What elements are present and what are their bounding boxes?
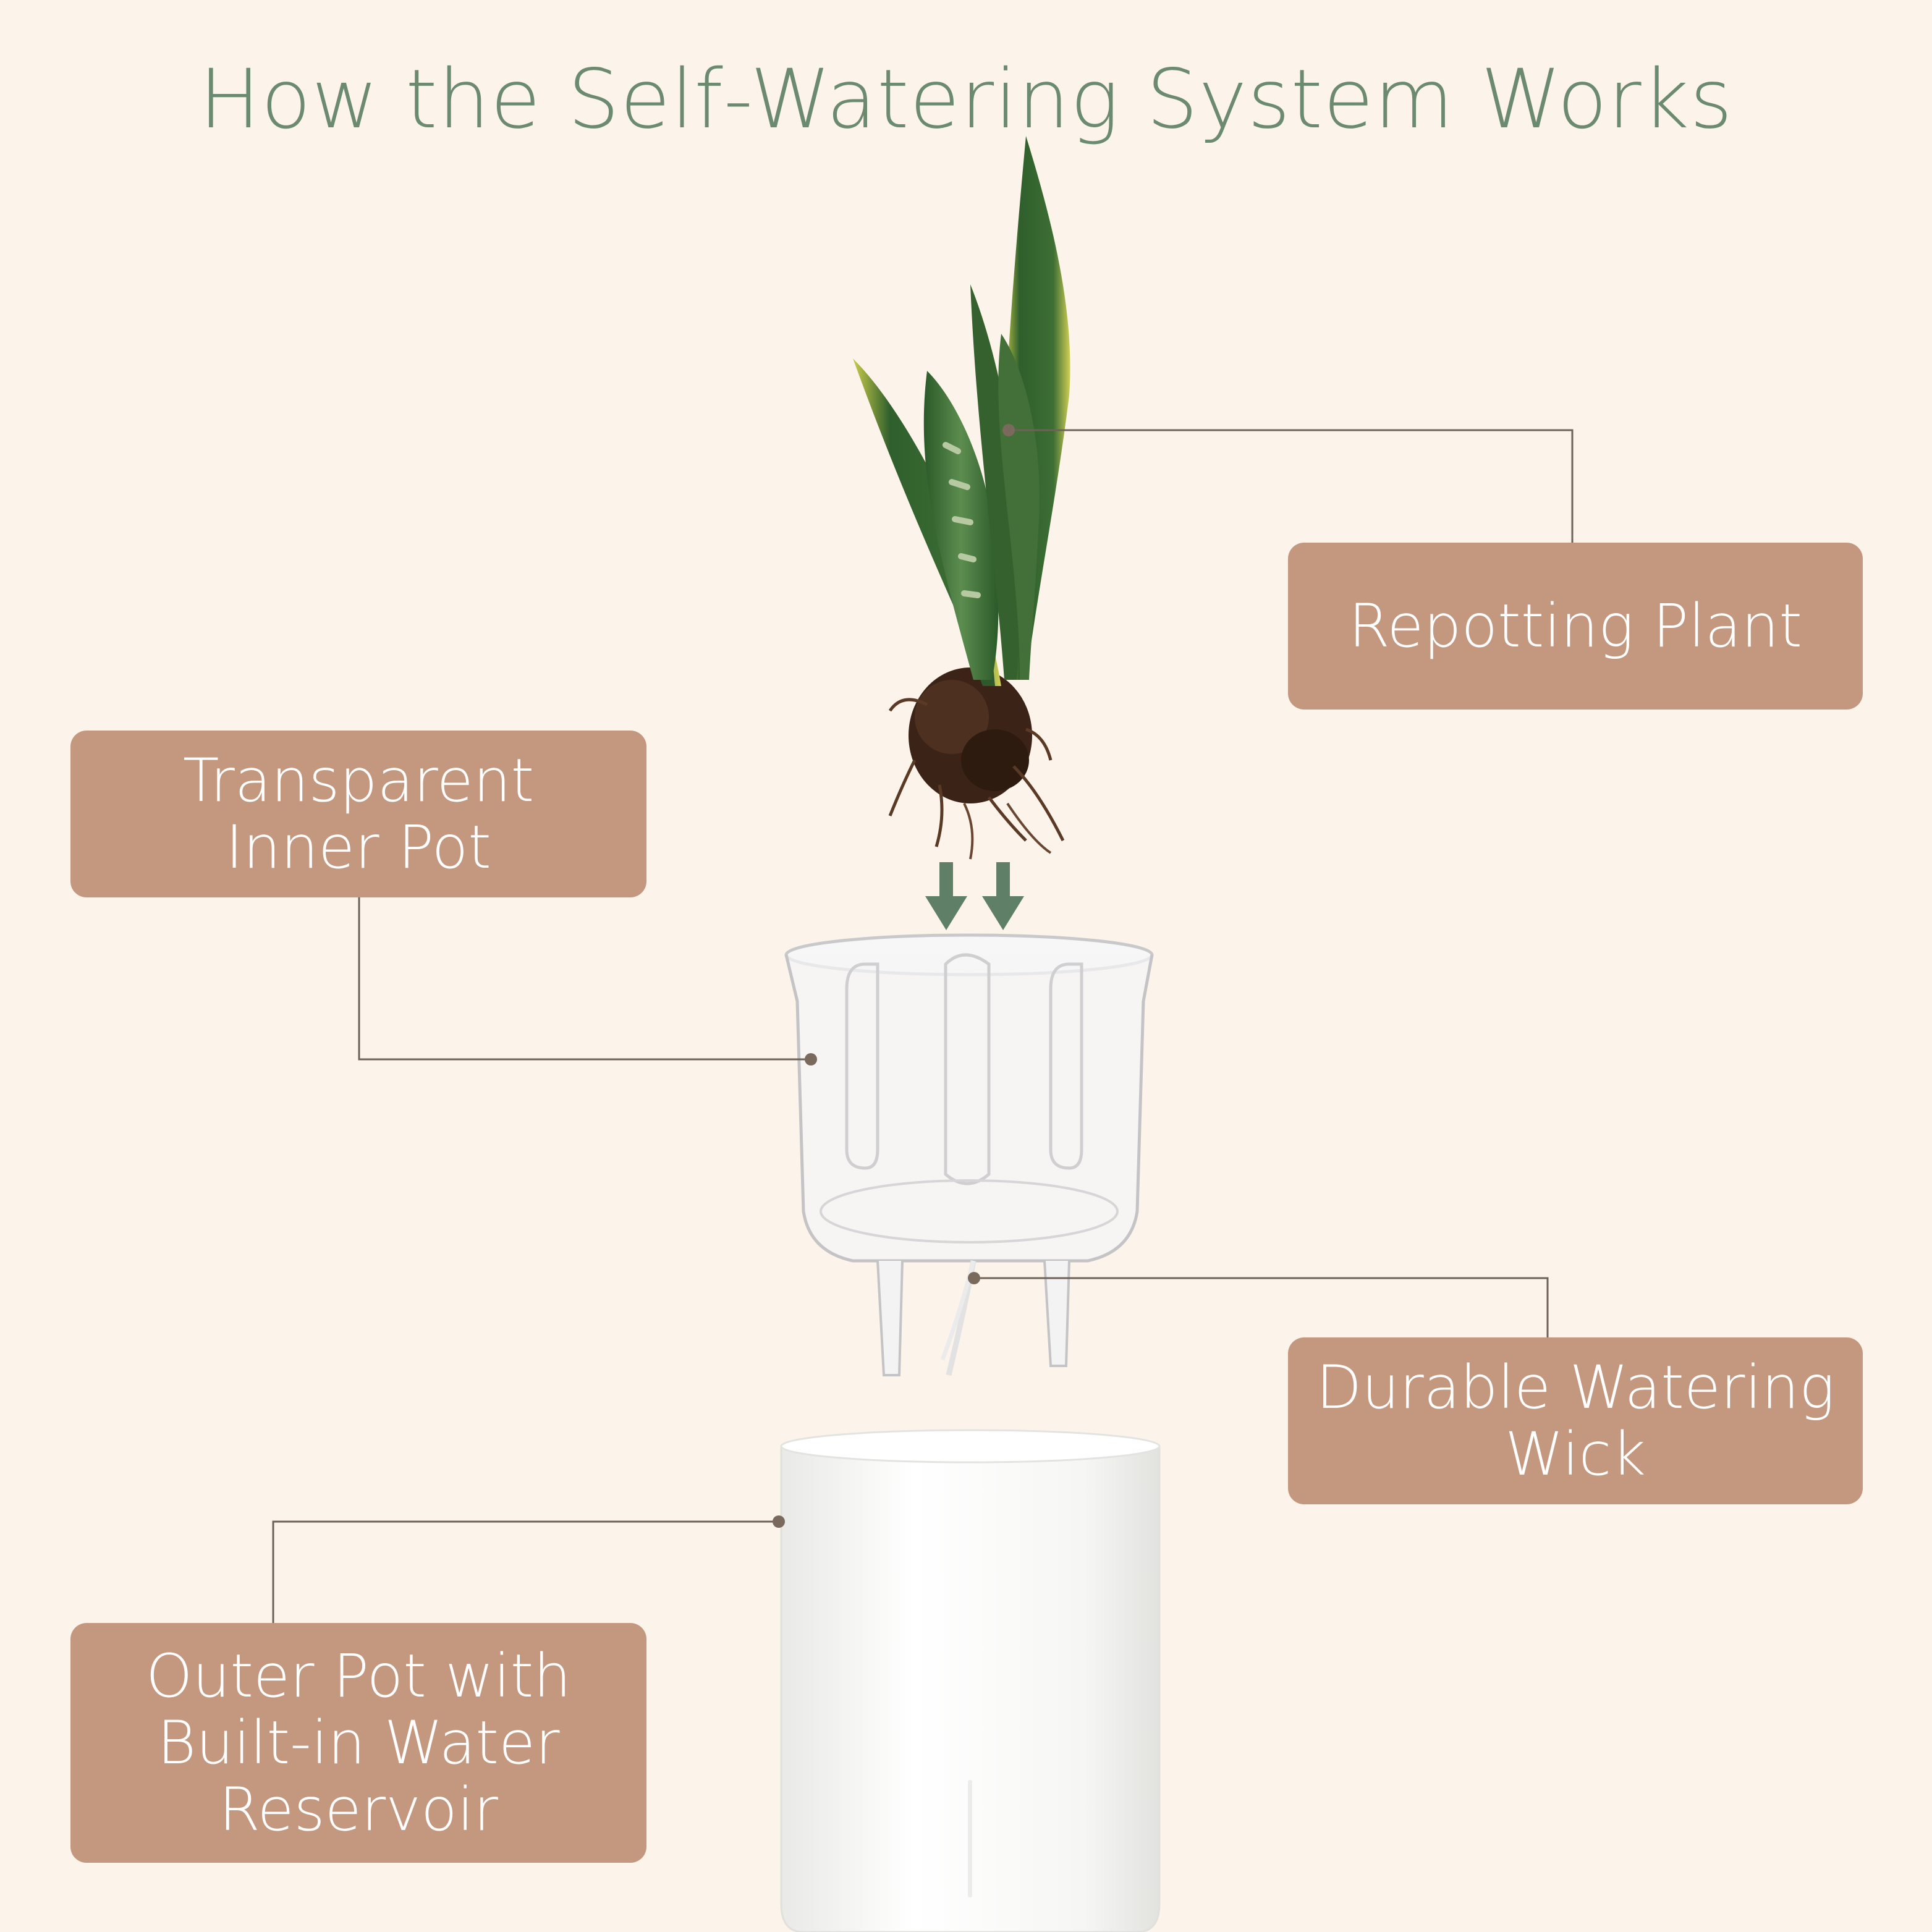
label-inner-pot-line-1: Transparent [182,746,535,815]
label-repotting-plant-text: Repotting Plant [1349,591,1802,661]
transparent-inner-pot-illustration [784,933,1154,1376]
leaf-variegated [923,371,999,680]
label-outer-pot-line-1: Outer Pot with [145,1642,572,1711]
leaf-right [998,334,1040,680]
label-transparent-inner-pot: Transparent Inner Pot [70,731,646,897]
label-wick-line-1: Durable Watering [1316,1353,1835,1422]
label-outer-pot: Outer Pot with Built-in Water Reservoir [70,1623,646,1863]
leader-dots [773,424,1015,1528]
label-durable-watering-wick: Durable Watering Wick [1288,1337,1863,1504]
root-ball [888,667,1065,860]
water-level-window [968,1780,972,1897]
leader-inner-pot [358,897,811,1061]
snake-plant-illustration [853,136,1070,860]
leaf-center [970,284,1022,680]
leader-repotting [1009,429,1574,543]
label-inner-pot-line-2: Inner Pot [226,813,491,882]
label-wick-line-2: Wick [1505,1420,1646,1489]
label-outer-pot-line-3: Reservoir [219,1775,498,1844]
outer-pot-illustration [780,1429,1161,1932]
leaf-variegation-marks [943,442,981,598]
label-outer-pot-line-2: Built-in Water [157,1708,560,1777]
leader-outer-pot [272,1520,779,1623]
leader-wick [974,1277,1549,1337]
diagram-title: How the Self-Watering System Works [199,52,1733,147]
label-repotting-plant: Repotting Plant [1288,543,1863,710]
down-arrows-icon [925,862,1024,930]
leader-lines [272,429,1574,1623]
